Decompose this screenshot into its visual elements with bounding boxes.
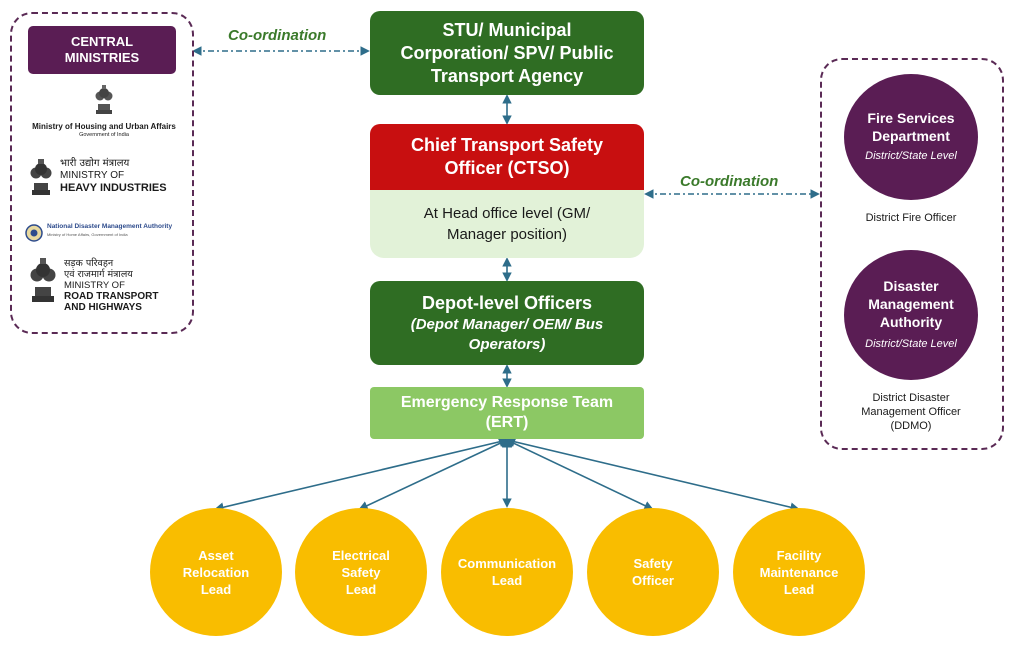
- central-ministries-header: CENTRAL MINISTRIES: [28, 26, 176, 74]
- ctso-sub-1: At Head office level (GM/: [423, 205, 591, 222]
- lead-1-line-2: Relocation: [182, 564, 250, 580]
- ert-line-2: (ERT): [485, 414, 529, 431]
- lead-circle-safety-officer: Safety Officer: [587, 508, 719, 636]
- lead-5-line-2: Maintenance: [759, 564, 839, 580]
- morth-hindi-1: सड़क परिवहन: [64, 258, 114, 269]
- morth-hindi-2: एवं राजमार्ग मंत्रालय: [64, 269, 133, 280]
- ndma-logo: National Disaster Management Authority M…: [25, 222, 190, 246]
- coordination-label-right: Co-ordination: [680, 173, 779, 190]
- depot-sub-2: Operators): [468, 335, 546, 353]
- ndma-title: National Disaster Management Authority: [47, 223, 173, 230]
- ashoka-emblem-icon: [95, 85, 113, 114]
- dma-line-2: Management: [868, 296, 954, 312]
- ctso-box: Chief Transport Safety Officer (CTSO): [370, 124, 644, 190]
- lead-1-line-1: Asset: [198, 547, 234, 563]
- ctso-line-2: Officer (CTSO): [444, 158, 570, 178]
- lead-circle-communication: Communication Lead: [441, 508, 573, 636]
- lead-2-line-2: Safety: [341, 564, 381, 580]
- heavy-industries-logo: भारी उद्योग मंत्रालय MINISTRY OF HEAVY I…: [28, 156, 188, 206]
- ert-box: Emergency Response Team (ERT): [370, 387, 644, 439]
- lead-4-line-2: Officer: [632, 573, 674, 588]
- connector-ert-lead-5: [505, 437, 800, 512]
- stu-agency-box: STU/ Municipal Corporation/ SPV/ Public …: [370, 11, 644, 95]
- morth-logo: सड़क परिवहन एवं राजमार्ग मंत्रालय MINIST…: [28, 254, 188, 318]
- stu-line-1: STU/ Municipal: [442, 19, 572, 40]
- morth-line2: ROAD TRANSPORT: [64, 291, 159, 302]
- depot-officers-box: Depot-level Officers (Depot Manager/ OEM…: [370, 281, 644, 365]
- lead-circle-asset-relocation: Asset Relocation Lead: [150, 508, 282, 636]
- lead-3-line-2: Lead: [491, 573, 523, 588]
- depot-sub-1: (Depot Manager/ OEM/ Bus: [410, 315, 604, 333]
- ddmo-note: District Disaster Management Officer (DD…: [826, 391, 996, 433]
- lead-5-line-3: Lead: [783, 581, 815, 597]
- lead-circle-electrical-safety: Electrical Safety Lead: [295, 508, 427, 636]
- lead-circle-facility-maintenance: Facility Maintenance Lead: [733, 508, 865, 636]
- mohua-title: Ministry of Housing and Urban Affairs: [32, 122, 176, 131]
- dma-level: District/State Level: [865, 338, 957, 350]
- mohua-subtitle: Government of India: [79, 132, 129, 138]
- ashoka-emblem-icon: [30, 159, 52, 195]
- fire-officer-note: District Fire Officer: [826, 211, 996, 225]
- ddmo-note-2: Management Officer: [861, 406, 961, 418]
- fire-note-1: District Fire Officer: [865, 212, 957, 224]
- ashoka-emblem-icon: [30, 258, 56, 302]
- depot-title: Depot-level Officers: [421, 292, 593, 313]
- lead-5-line-1: Facility: [776, 547, 822, 563]
- ddmo-note-1: District Disaster: [872, 392, 950, 404]
- connector-ert-lead-4: [505, 438, 654, 511]
- stu-line-2: Corporation/ SPV/ Public: [400, 42, 614, 63]
- fire-services-circle: Fire Services Department District/State …: [844, 74, 978, 200]
- connector-ert-lead-2: [358, 438, 509, 511]
- lead-4-line-1: Safety: [633, 556, 673, 571]
- fire-line-2: Department: [872, 128, 950, 144]
- morth-line1: MINISTRY OF: [64, 280, 125, 291]
- mohua-logo: Ministry of Housing and Urban Affairs Go…: [22, 84, 186, 138]
- fire-level: District/State Level: [865, 150, 957, 162]
- lead-2-line-3: Lead: [345, 581, 377, 597]
- morth-line3: AND HIGHWAYS: [64, 302, 142, 313]
- central-ministries-label: CENTRAL MINISTRIES: [64, 34, 140, 65]
- heavy-industries-line1: MINISTRY OF: [60, 170, 125, 181]
- ert-line-1: Emergency Response Team: [400, 394, 614, 411]
- ctso-sub-2: Manager position): [446, 226, 568, 243]
- district-agencies-panel: [820, 58, 1004, 450]
- disaster-management-circle: Disaster Management Authority District/S…: [844, 250, 978, 380]
- ddmo-note-3: (DDMO): [890, 420, 932, 432]
- dma-line-1: Disaster: [883, 278, 939, 294]
- ctso-level-box: At Head office level (GM/ Manager positi…: [370, 190, 644, 258]
- coordination-label-left: Co-ordination: [228, 27, 327, 44]
- dma-line-3: Authority: [879, 314, 943, 330]
- ndma-seal-icon: [25, 224, 43, 242]
- stu-line-3: Transport Agency: [430, 65, 584, 86]
- connector-ert-lead-1: [214, 437, 509, 512]
- fire-line-1: Fire Services: [867, 110, 955, 126]
- lead-3-line-1: Communication: [457, 556, 557, 571]
- lead-1-line-3: Lead: [200, 581, 232, 597]
- central-ministries-panel: [10, 12, 194, 334]
- ndma-subtitle: Ministry of Home Affairs, Government of …: [47, 232, 128, 237]
- heavy-industries-line2: HEAVY INDUSTRIES: [60, 182, 167, 194]
- heavy-industries-hindi: भारी उद्योग मंत्रालय: [60, 158, 130, 169]
- ctso-line-1: Chief Transport Safety: [410, 135, 604, 155]
- lead-2-line-1: Electrical: [332, 547, 390, 563]
